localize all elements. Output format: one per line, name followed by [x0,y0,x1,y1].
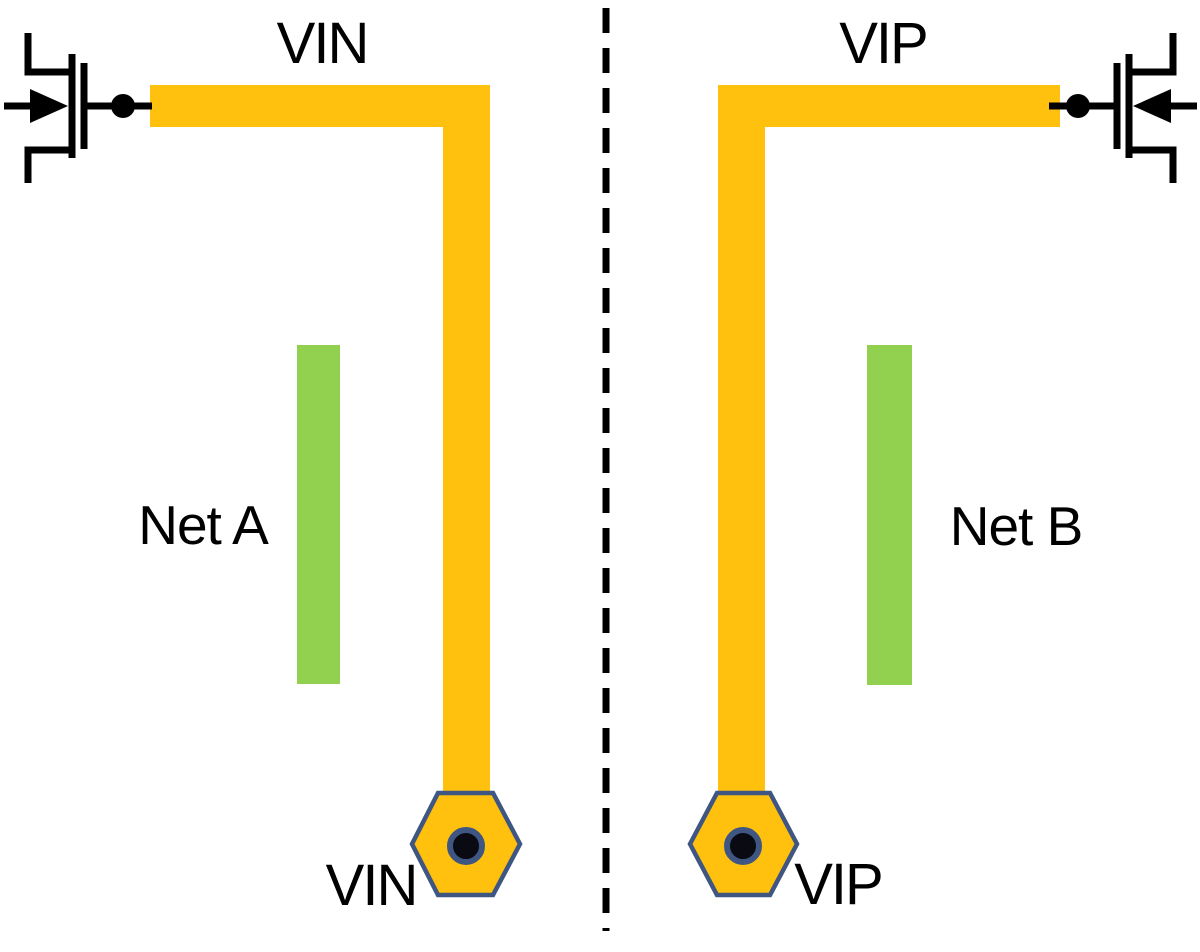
net-a-label: Net A [138,494,269,556]
vip-metal-trace [718,85,1060,793]
right-mosfet-icon [1049,33,1197,183]
vin-metal-trace [150,85,490,793]
vip-hex-via-pad-icon [687,790,800,898]
vip-pad-label: VIP [794,852,883,917]
left-mosfet-icon [4,33,152,183]
net-b-coupling-bar [867,345,912,685]
vip-trace-label: VIP [839,11,928,76]
vin-hex-via-pad-icon [409,790,523,898]
net-b-label: Net B [949,495,1084,557]
vin-pad-label: VIN [325,853,419,918]
net-a-coupling-bar [297,345,340,684]
vin-trace-label: VIN [276,11,370,76]
